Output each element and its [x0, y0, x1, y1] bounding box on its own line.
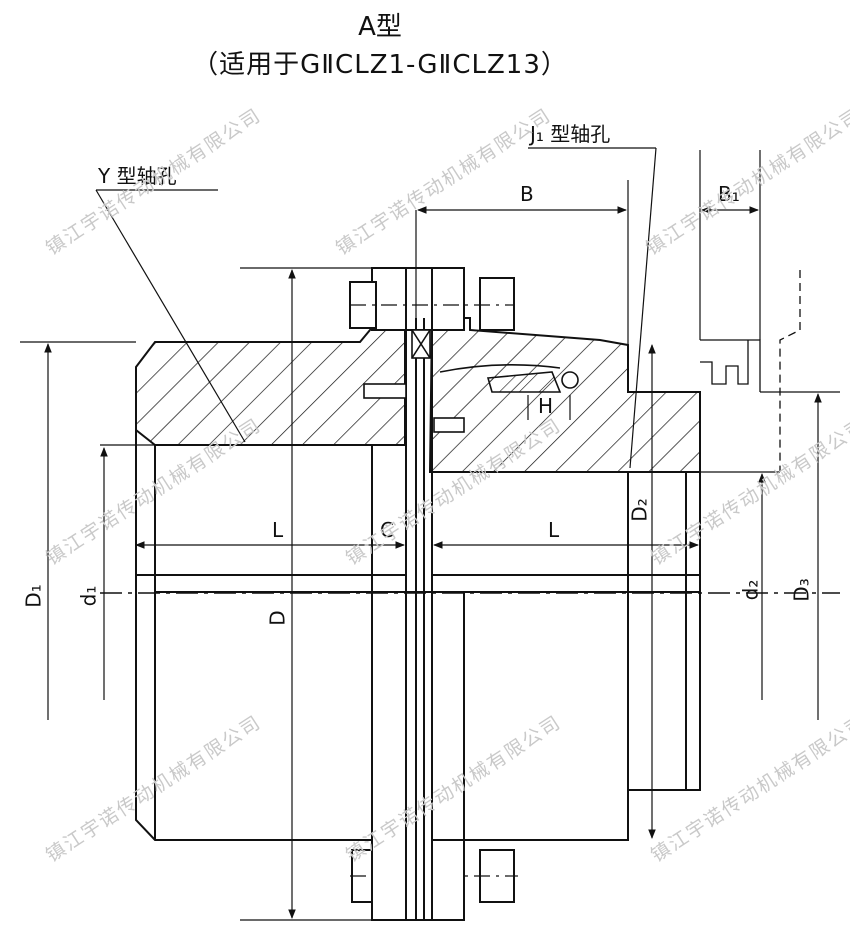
right-housing-outline [700, 270, 801, 472]
center-flange-plates [371, 318, 465, 921]
dim-D1: D₁ [21, 584, 46, 608]
drawing-title: A型 [358, 12, 402, 42]
top-bolt-assembly [349, 268, 515, 331]
gear-teeth-detail [363, 329, 579, 433]
dimension-lines [20, 147, 840, 921]
drawing-subtitle: （适用于GⅡCLZ1-GⅡCLZ13） [192, 50, 568, 80]
dim-D3: D₃ [789, 578, 814, 602]
y-bore-label: Y 型轴孔 [98, 164, 177, 188]
dim-D2: D₂ [627, 498, 652, 522]
dim-C: C [380, 518, 394, 542]
j1-bore-label: J₁ 型轴孔 [530, 122, 611, 146]
bottom-bolt-assembly [350, 849, 518, 903]
dim-d1: d₁ [76, 585, 101, 607]
dim-D: D [265, 610, 290, 626]
dim-L-left: L [272, 518, 284, 542]
dim-H: H [538, 394, 554, 418]
dim-d2: d₂ [738, 579, 763, 601]
dim-B: B [520, 182, 534, 206]
dim-B1: B₁ [718, 182, 740, 206]
left-hub-body [135, 430, 406, 841]
dim-L-right: L [548, 518, 560, 542]
